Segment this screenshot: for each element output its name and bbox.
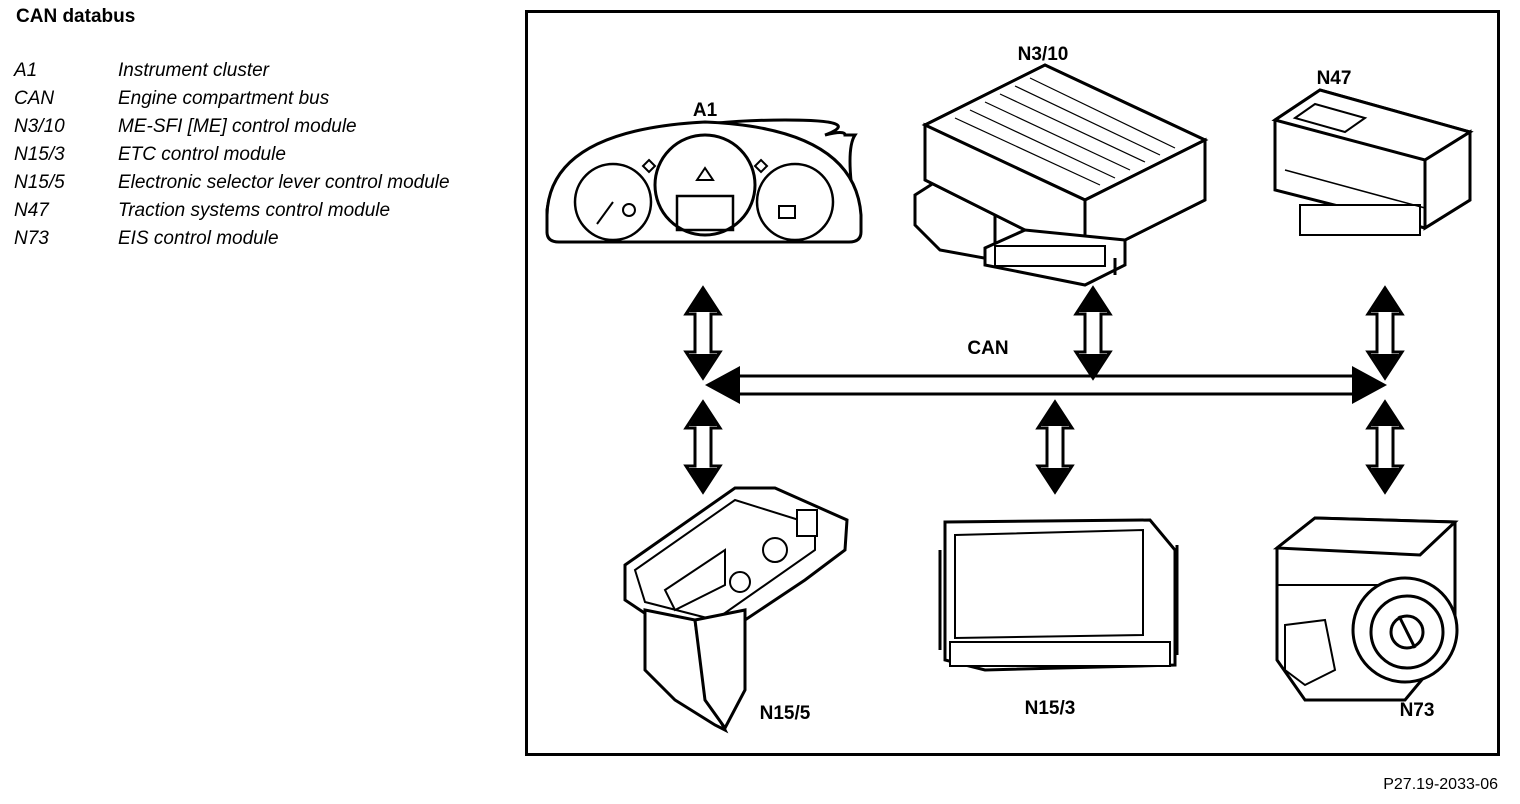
legend-code: N15/5: [14, 172, 65, 193]
page-title: CAN databus: [16, 6, 136, 27]
can-diagram: [545, 63, 1474, 734]
legend-row-n73: N73 EIS control module: [14, 228, 494, 250]
legend-code: A1: [14, 60, 38, 81]
legend-row-n15-3: N15/3 ETC control module: [14, 144, 494, 166]
legend-row-can: CAN Engine compartment bus: [14, 88, 494, 110]
eis-module-icon: [1272, 516, 1459, 702]
legend-desc: ETC control module: [118, 144, 286, 165]
legend-code: N73: [14, 228, 49, 249]
legend-desc: Instrument cluster: [118, 60, 269, 81]
label-n47: N47: [1316, 68, 1352, 89]
legend-desc: Engine compartment bus: [118, 88, 330, 109]
legend-row-n47: N47 Traction systems control module: [14, 200, 494, 222]
legend-desc: EIS control module: [118, 228, 279, 249]
arrow-n47: [1366, 286, 1404, 380]
label-n15-3: N15/3: [1024, 698, 1076, 719]
legend-code: N15/3: [14, 144, 65, 165]
label-n73: N73: [1399, 700, 1435, 721]
etc-module-icon: [938, 518, 1179, 672]
traction-module-icon: [1271, 88, 1474, 236]
legend-code: CAN: [14, 88, 55, 109]
arrow-n73: [1366, 400, 1404, 494]
legend-row-n15-5: N15/5 Electronic selector lever control …: [14, 172, 494, 194]
legend-row-n3-10: N3/10 ME-SFI [ME] control module: [14, 116, 494, 138]
legend-code: N47: [14, 200, 49, 221]
legend-desc: ME-SFI [ME] control module: [118, 116, 357, 137]
arrow-a1: [684, 286, 722, 380]
label-a1: A1: [692, 100, 718, 121]
selector-lever-module-icon: [623, 486, 849, 734]
legend: A1 Instrument cluster CAN Engine compart…: [14, 60, 494, 256]
instrument-cluster-icon: [545, 118, 863, 244]
legend-desc: Traction systems control module: [118, 200, 391, 221]
legend-row-a1: A1 Instrument cluster: [14, 60, 494, 82]
label-can: CAN: [967, 338, 1009, 359]
label-n3-10: N3/10: [1017, 44, 1069, 65]
diagram-frame: [525, 10, 1500, 756]
me-sfi-module-icon: [913, 63, 1209, 287]
arrow-n3-10: [1074, 286, 1112, 380]
arrow-n15-3: [1036, 400, 1074, 494]
label-n15-5: N15/5: [759, 703, 811, 724]
legend-code: N3/10: [14, 116, 65, 137]
legend-desc: Electronic selector lever control module: [118, 172, 450, 193]
arrow-n15-5: [684, 400, 722, 494]
figure-code: P27.19-2033-06: [1383, 776, 1498, 793]
can-bus-line: [705, 366, 1387, 404]
